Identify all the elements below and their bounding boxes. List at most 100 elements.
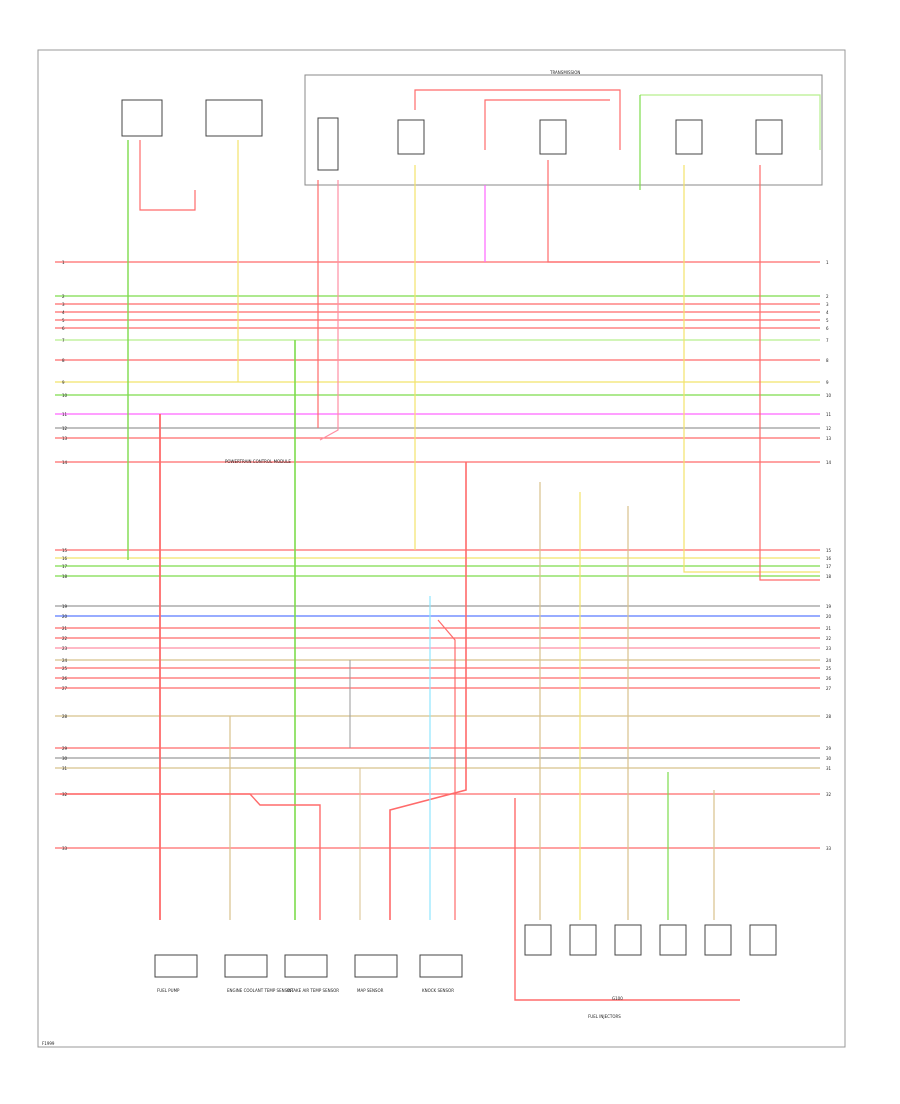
tcc-wire — [683, 165, 820, 573]
right-pin-label: 25 — [826, 666, 832, 671]
left-pin-label: 18 — [62, 574, 68, 579]
left-pin-label: 11 — [62, 412, 68, 417]
vertical-wires — [60, 89, 821, 1001]
green-top-loop — [640, 94, 821, 150]
left-pin-label: 8 — [62, 358, 65, 363]
left-pin-label: 15 — [62, 548, 68, 553]
left-pin-label: 10 — [62, 393, 68, 398]
right-pin-label: 16 — [826, 556, 832, 561]
right-pin-label: 13 — [826, 436, 832, 441]
right-pin-label: 29 — [826, 746, 832, 751]
fuel-injector — [704, 924, 732, 956]
left-pin-label: 17 — [62, 564, 68, 569]
fuel-injector — [749, 924, 777, 956]
top-left-switch — [121, 99, 163, 137]
left-pin-label: 23 — [62, 646, 68, 651]
iat-sensor — [284, 954, 328, 978]
left-pin-label: 1 — [62, 260, 65, 265]
fuel-injector — [524, 924, 552, 956]
page-code: F1999 — [42, 1041, 55, 1046]
top-switch-2 — [205, 99, 263, 137]
left-pin-label: 31 — [62, 766, 68, 771]
red-bus-drop — [60, 793, 321, 920]
fuel-pump — [154, 954, 198, 978]
left-pin-label: 22 — [62, 636, 68, 641]
right-pin-label: 28 — [826, 714, 832, 719]
epc-solenoid — [755, 119, 783, 155]
fuel-injector — [569, 924, 597, 956]
right-pin-label: 2 — [826, 294, 829, 299]
left-pin-label: 6 — [62, 326, 65, 331]
right-pin-label: 14 — [826, 460, 832, 465]
left-pin-label: 28 — [62, 714, 68, 719]
switch-loop-wire — [139, 140, 196, 211]
left-pin-label: 26 — [62, 676, 68, 681]
left-pin-label: 19 — [62, 604, 68, 609]
trans-sensor-wire-2 — [319, 180, 339, 441]
left-pin-labels: 1234567891011121314151617181920212223242… — [62, 260, 68, 851]
ground-label: G100 — [612, 996, 623, 1001]
map-sensor — [354, 954, 398, 978]
diagram-border — [37, 49, 846, 1048]
map-sensor-label: MAP SENSOR — [357, 988, 384, 993]
right-pin-label: 7 — [826, 338, 829, 343]
knock-sensor-label: KNOCK SENSOR — [422, 988, 454, 993]
pcm-note: POWERTRAIN CONTROL MODULE — [225, 459, 291, 464]
right-pin-label: 17 — [826, 564, 832, 569]
epc-wire — [759, 165, 820, 581]
shift-solenoid-a — [397, 119, 425, 155]
fuel-injector — [614, 924, 642, 956]
left-pin-label: 24 — [62, 658, 68, 663]
left-pin-label: 13 — [62, 436, 68, 441]
fuel-pump-label: FUEL PUMP — [157, 988, 180, 993]
right-pin-label: 32 — [826, 792, 832, 797]
right-pin-label: 23 — [826, 646, 832, 651]
right-pin-label: 15 — [826, 548, 832, 553]
transmission-box-label: TRANSMISSION — [549, 70, 580, 75]
iat-sensor-label: INTAKE AIR TEMP SENSOR — [287, 988, 339, 993]
right-pin-label: 30 — [826, 756, 832, 761]
right-pin-label: 26 — [826, 676, 832, 681]
right-pin-label: 8 — [826, 358, 829, 363]
right-pin-label: 24 — [826, 658, 832, 663]
left-pin-label: 14 — [62, 460, 68, 465]
top-red-loop — [414, 89, 621, 150]
right-pin-label: 18 — [826, 574, 832, 579]
left-pin-label: 16 — [62, 556, 68, 561]
left-pin-label: 9 — [62, 380, 65, 385]
ect-sensor-label: ENGINE COOLANT TEMP SENSOR — [227, 988, 293, 993]
injector-group — [524, 924, 777, 956]
trans-sensor — [317, 117, 339, 171]
left-pin-label: 12 — [62, 426, 68, 431]
solenoid-b-wire — [547, 160, 660, 263]
right-pin-label: 5 — [826, 318, 829, 323]
right-pin-label: 9 — [826, 380, 829, 385]
top-red-loop-2 — [484, 99, 610, 150]
ect-sensor — [224, 954, 268, 978]
right-pin-label: 33 — [826, 846, 832, 851]
right-pin-label: 12 — [826, 426, 832, 431]
right-pin-labels: 1234567891011121314151617181920212223242… — [826, 260, 832, 851]
left-pin-label: 27 — [62, 686, 68, 691]
right-pin-label: 20 — [826, 614, 832, 619]
bus-lines — [55, 261, 820, 849]
right-pin-label: 4 — [826, 310, 829, 315]
bottom-components: FUEL PUMP ENGINE COOLANT TEMP SENSORINTAK… — [154, 954, 463, 993]
knock-sensor — [419, 954, 463, 978]
right-pin-label: 3 — [826, 302, 829, 307]
right-pin-label: 19 — [826, 604, 832, 609]
left-pin-label: 3 — [62, 302, 65, 307]
transmission-box — [304, 74, 823, 186]
right-pin-label: 21 — [826, 626, 832, 631]
tcc-solenoid — [675, 119, 703, 155]
left-pin-label: 7 — [62, 338, 65, 343]
left-pin-label: 25 — [62, 666, 68, 671]
right-pin-label: 22 — [826, 636, 832, 641]
injector-ground-wire — [514, 798, 740, 1001]
right-pin-label: 27 — [826, 686, 832, 691]
fuel-injector — [659, 924, 687, 956]
left-pin-label: 20 — [62, 614, 68, 619]
right-pin-label: 10 — [826, 393, 832, 398]
